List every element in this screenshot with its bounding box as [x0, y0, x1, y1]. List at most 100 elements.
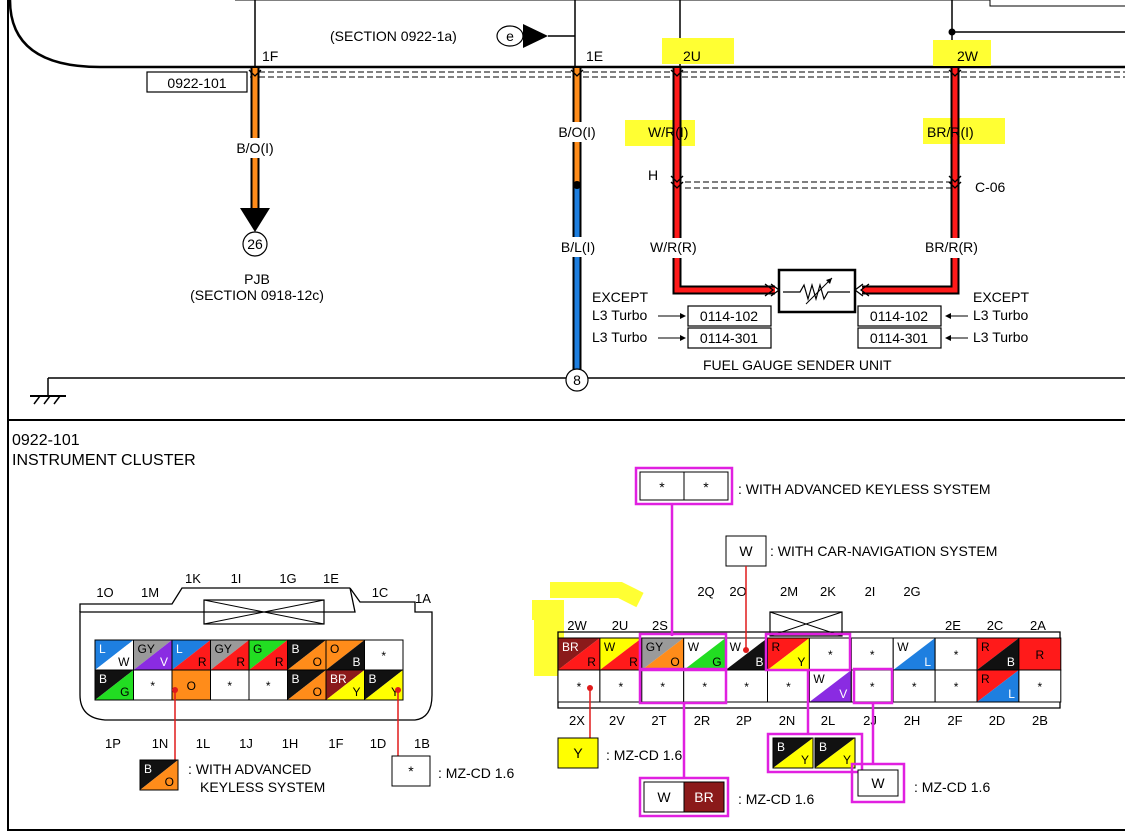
wire-label-bo-1: B/O(I)	[236, 140, 273, 156]
wbr-w-box	[643, 781, 685, 813]
wire-label-bl: B/L(I)	[561, 239, 595, 255]
conn1-r1-c0-b	[95, 640, 134, 670]
conn1-r1-c5-b	[287, 640, 326, 670]
pin-1f: 1F	[262, 48, 278, 64]
wbr-group	[638, 776, 730, 818]
conn2-bottom-pin: 2L	[821, 713, 835, 728]
conn-l1-box	[687, 305, 772, 327]
legend-bo-border	[139, 759, 179, 791]
conn2-r2-c11-star: *	[1038, 680, 1043, 694]
conn2-r1-c5-b	[767, 638, 810, 670]
ground-8-circle	[565, 368, 589, 392]
connector-e-label: e	[506, 28, 514, 44]
cluster-title: INSTRUMENT CLUSTER	[12, 452, 196, 469]
conn2-r1-c2-code-a: GY	[646, 640, 663, 654]
cluster-outline	[8, 0, 1125, 69]
conn2-r2-c6-code-b: V	[839, 687, 847, 701]
akl-group	[634, 466, 734, 506]
conn1-r2-c6-b	[326, 670, 365, 700]
splice-c06b-icon	[948, 181, 962, 189]
conn1-r2-c4-star: *	[266, 679, 271, 693]
conn1-r2-c7-code-b: Y	[391, 685, 399, 699]
except-l: EXCEPT	[592, 289, 648, 305]
akl-cell-1: *	[659, 479, 665, 495]
conn2-bottom-pin: 2F	[947, 713, 962, 728]
conn2-bottom-pin: 2P	[736, 713, 752, 728]
conn2-r1-c2-code-b: O	[670, 655, 679, 669]
wire-label-bg-3	[555, 237, 601, 257]
connector-1-top	[79, 587, 350, 612]
conn2-r2-c4-bg	[725, 669, 768, 703]
w-cell: W	[871, 775, 885, 791]
jb-26-circle	[242, 231, 268, 257]
conn2-r2-c2-star: *	[660, 680, 665, 694]
by-swatch-0-border	[772, 737, 814, 769]
w-label: : MZ-CD 1.6	[914, 779, 990, 795]
y-cell: Y	[573, 745, 583, 761]
conn1-bottom-pin: 1D	[370, 736, 387, 751]
conn2-r1-c9-bg	[934, 637, 978, 671]
splice-h-icon	[670, 175, 684, 183]
jb-26-label: 26	[247, 236, 263, 252]
conn2-r2-c10-b	[977, 670, 1019, 702]
nav-callout-dot	[743, 647, 749, 653]
legend-star-box	[391, 755, 431, 787]
variable-arrow-icon	[805, 277, 833, 305]
arrow-l3a-icon	[680, 313, 686, 319]
highlight-2w2u-top	[532, 582, 644, 620]
conn2-r1-c3-code-a: W	[688, 640, 700, 654]
conn-l2-box	[687, 327, 772, 349]
l3-d: L3 Turbo	[973, 329, 1028, 345]
wbr-cell-br: BR	[694, 789, 713, 805]
conn2-r2-c6-code-a: W	[813, 672, 825, 686]
callout-1d-dot	[395, 687, 401, 693]
section-ref: (SECTION 0922-1a)	[330, 28, 457, 44]
conn1-top-pin: 1I	[231, 571, 242, 586]
pin-2w: 2W	[957, 48, 979, 64]
conn1-r1-c3-code-b: R	[236, 655, 245, 669]
arrow-down-icon	[240, 208, 270, 232]
legend-bo-swatch: BO	[139, 759, 179, 791]
conn2-top-pin: 2Q	[697, 584, 714, 599]
conn1-r1-c1-b	[133, 640, 172, 670]
cluster-id: 0922-101	[12, 432, 80, 449]
conn-l1: 0114-102	[700, 308, 758, 324]
conn1-bottom-pin: 1L	[196, 736, 210, 751]
conn2-r1-c1-code-a: W	[604, 640, 616, 654]
wire-2u	[674, 68, 775, 293]
callout-1n-dot	[172, 687, 178, 693]
conn2-top-pin: 2C	[987, 618, 1004, 633]
conn2-bottom-pin: 2N	[779, 713, 796, 728]
conn1-r2-c0-b	[95, 670, 134, 700]
conn-r2: 0114-301	[870, 330, 928, 346]
conn2-r1-c10-b	[977, 638, 1019, 670]
conn1-r1-c1-code-b: V	[160, 655, 168, 669]
conn2-r2-c9-bg	[934, 669, 978, 703]
conn1-r2-c4-bg	[248, 669, 288, 701]
conn2-bottom-pin: 2B	[1032, 713, 1048, 728]
connector-1-latch	[203, 599, 325, 625]
conn1-r1-c4-b	[249, 640, 288, 670]
conn1-r1-c3-b	[210, 640, 249, 670]
conn1-r2-c5-b	[287, 670, 326, 700]
conn2-r1-c1-b	[599, 638, 642, 670]
conn2-top-pin: 2W	[567, 618, 587, 633]
conn2-r2-c1-bg	[599, 669, 643, 703]
conn1-r1-c5-code-a: B	[292, 642, 300, 656]
y-box	[557, 737, 599, 769]
y-callout-dot	[587, 685, 593, 691]
sender-term-r2-icon	[859, 283, 870, 297]
conn2-r2-c5-bg	[767, 669, 810, 703]
conn1-r2-c3-bg	[210, 669, 250, 701]
ground-hatch-1	[33, 395, 41, 405]
wbr-br-box	[683, 781, 725, 813]
by-swatch-1-code-b: Y	[843, 753, 851, 767]
highlight-2w	[933, 40, 991, 66]
conn1-r2-c3-star: *	[227, 679, 232, 693]
wire-label-bg-5	[923, 238, 993, 258]
conn1-bottom-pin: 1B	[414, 736, 430, 751]
